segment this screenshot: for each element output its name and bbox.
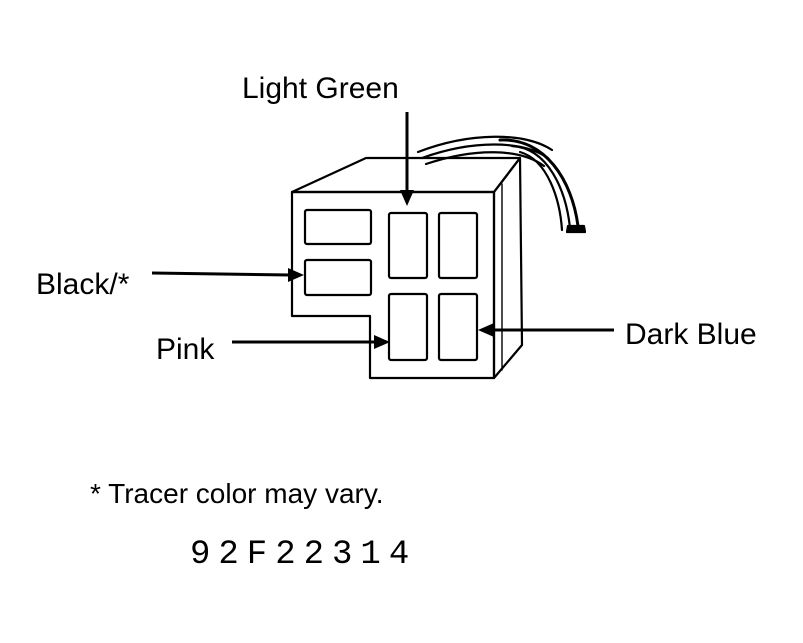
figure-id: 92F22314 [190,536,418,574]
label-pink: Pink [156,333,215,366]
footnote: * Tracer color may vary. [90,478,384,509]
arrow-black [151,268,304,282]
label-black: Black/* [36,268,130,301]
connector-housing [290,156,524,380]
label-dark-blue: Dark Blue [625,318,757,351]
arrow-light-green [400,112,414,206]
arrow-dark-blue [478,323,614,337]
connector-cavities [303,208,479,362]
label-light-green: Light Green [242,72,399,105]
arrow-pink [232,335,390,349]
wire-bundle [416,135,587,234]
